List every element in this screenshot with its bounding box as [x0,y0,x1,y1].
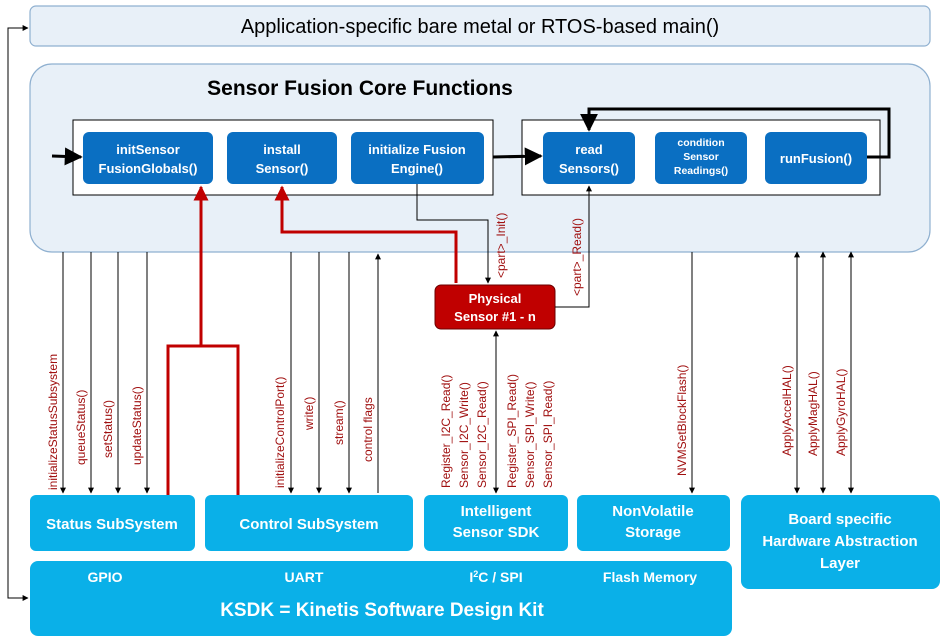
ksdk-gpio: GPIO [87,569,122,585]
board-hal-box[interactable] [741,495,940,589]
status-call-2: queueStatus() [74,390,88,465]
sdk-line2: Sensor SDK [453,524,540,541]
part-init-label: <part>_Init() [494,213,508,278]
init-engine-line1: initialize Fusion [368,142,466,157]
init-engine-line2: Engine() [391,161,443,176]
group-connector-arrow [492,147,543,166]
ksdk-i2c-suffix: C / SPI [478,569,522,585]
part-init-arrow [416,184,491,284]
sensor-call-2: Sensor_I2C_Write() [457,382,471,488]
core-title: Sensor Fusion Core Functions [207,77,513,100]
hal-call-3: ApplyGyroHAL() [834,369,848,456]
ksdk-i2c-spi: I2C / SPI [469,569,522,585]
main-box [29,5,931,47]
sensor-call-5: Sensor_SPI_Write() [523,382,537,488]
run-fusion-box[interactable] [765,132,867,184]
control-call-4: control flags [361,397,375,462]
sensor-call-1: Register_I2C_Read() [439,375,453,488]
red-install-line [274,185,458,283]
sdk-line1: Intelligent [461,503,532,520]
nvm-call: NVMSetBlockFlash() [675,365,689,476]
install-line2: Sensor() [256,161,309,176]
status-call-3: setStatus() [101,400,115,458]
status-call-4: updateStatus() [130,386,144,465]
init-sensor-line1: initSensor [116,142,180,157]
ksdk-flash: Flash Memory [603,569,697,585]
sensor-call-4: Register_SPI_Read() [505,374,519,488]
condition-sensor-readings-box[interactable] [655,132,747,184]
part-read-arrow [555,185,592,308]
condition-line1: condition [677,137,724,149]
read-sensors-box[interactable] [543,132,635,184]
hal-line2: Hardware Abstraction [762,533,917,550]
intelligent-sensor-sdk-box[interactable] [424,495,568,551]
init-sensor-line2: FusionGlobals() [99,161,198,176]
physical-line2: Sensor #1 - n [454,309,536,324]
hal-call-2: ApplyMagHAL() [806,371,820,456]
main-box-label: Application-specific bare metal or RTOS-… [241,16,719,38]
run-fusion-label: runFusion() [780,151,852,166]
install-line1: install [263,142,301,157]
condition-line2: Sensor [683,151,719,163]
status-subsystem-label: Status SubSystem [46,516,178,533]
status-subsystem-box[interactable] [30,495,195,551]
red-status-line [166,344,240,495]
control-call-2: write() [302,397,316,431]
control-call-3: stream() [332,400,346,445]
ksdk-i2c-sup: 2 [473,569,478,579]
install-sensor-box[interactable] [227,132,337,184]
nvs-line2: Storage [625,524,681,541]
hal-line3: Layer [820,555,860,572]
control-call-1: initializeControlPort() [273,377,287,488]
ksdk-i2c-prefix: I [469,569,473,585]
sensor-call-6: Sensor_SPI_Read() [541,381,555,488]
entry-arrow [51,147,83,166]
hal-call-1: ApplyAccelHAL() [780,365,794,456]
run-loop-arrow [580,107,891,159]
init-sensor-fusion-globals-box[interactable] [83,132,213,184]
read-line2: Sensors() [559,161,619,176]
ksdk-main-connector [7,25,29,601]
part-read-label: <part>_Read() [570,218,584,296]
physical-line1: Physical [469,291,522,306]
sensor-call-3: Sensor_I2C_Read() [475,381,489,488]
condition-line3: Readings() [674,165,728,177]
ksdk-title: KSDK = Kinetis Software Design Kit [220,600,544,621]
control-subsystem-box[interactable] [205,495,413,551]
ksdk-uart: UART [285,569,324,585]
status-call-1: initializeStatusSubsystem [46,354,60,490]
read-line1: read [575,142,603,157]
initialize-fusion-engine-box[interactable] [351,132,484,184]
ksdk-box[interactable] [30,561,732,636]
nonvolatile-storage-box[interactable] [577,495,730,551]
control-subsystem-label: Control SubSystem [239,516,378,533]
hal-line1: Board specific [788,511,891,528]
nvs-line1: NonVolatile [612,503,693,520]
